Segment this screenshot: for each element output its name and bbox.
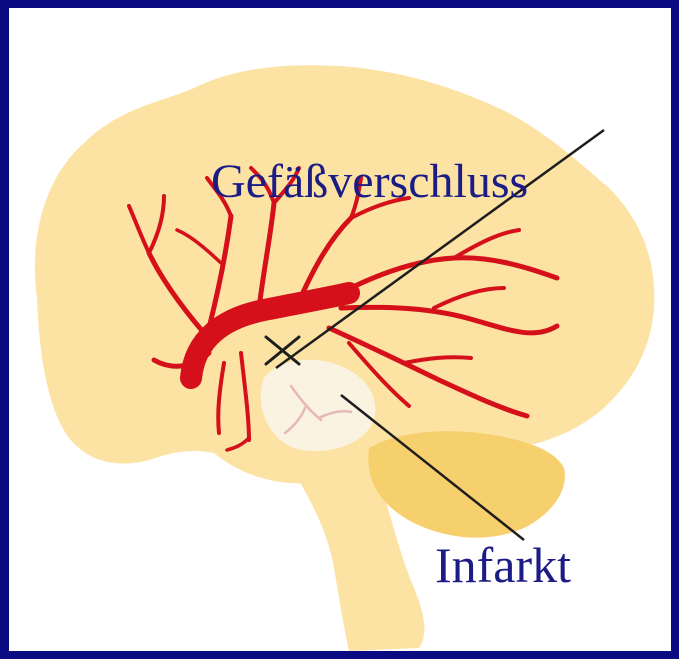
cerebellum	[368, 431, 565, 538]
brain-diagram	[9, 8, 671, 651]
occlusion-label: Gefäßverschluss	[211, 158, 528, 206]
slide-canvas: Gefäßverschluss Infarkt	[9, 8, 671, 651]
infarct-label: Infarkt	[435, 540, 571, 590]
